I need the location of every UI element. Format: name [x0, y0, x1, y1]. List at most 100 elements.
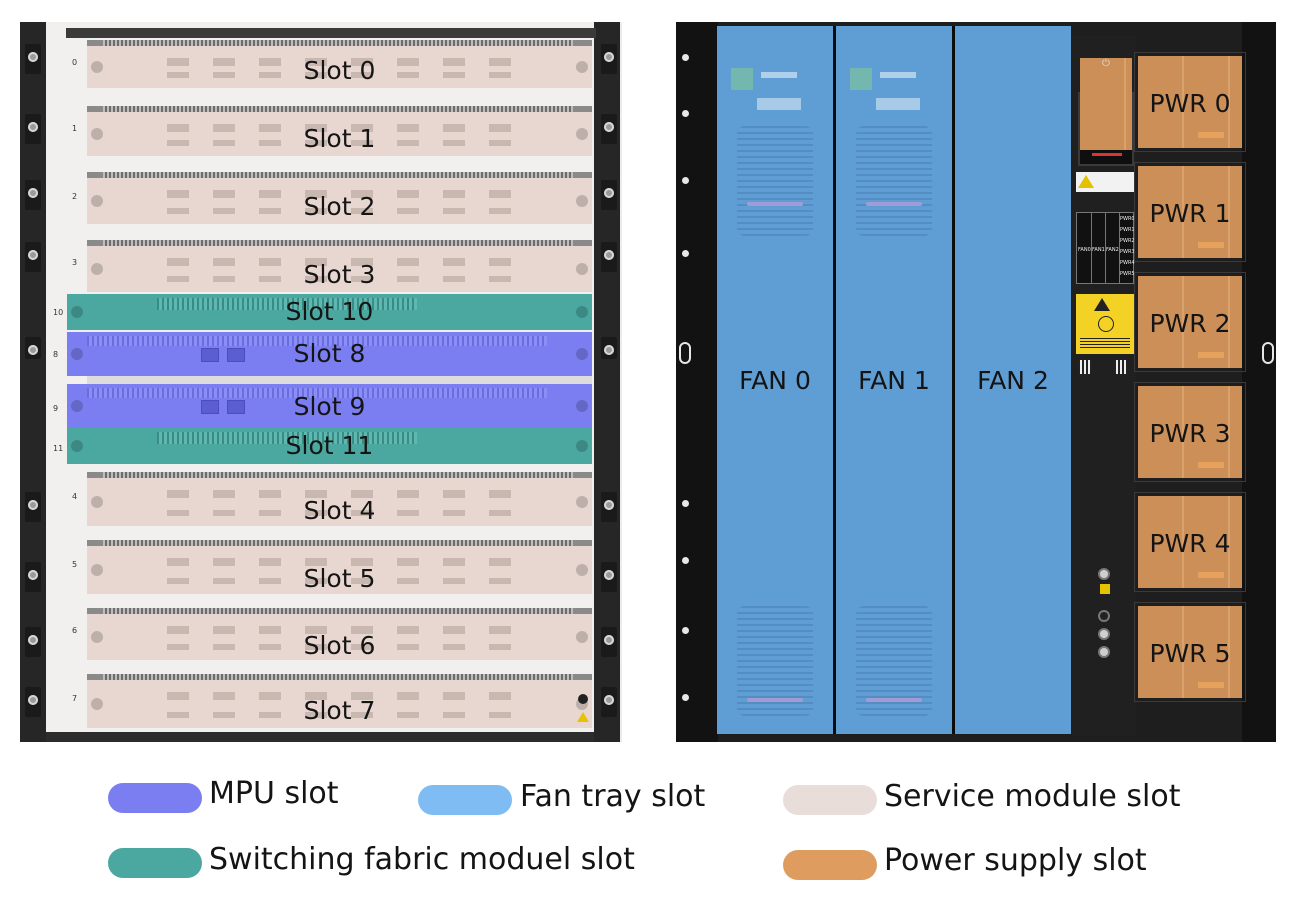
legend-label-service-module: Service module slot [884, 779, 1181, 814]
panel-strip [167, 190, 527, 198]
fan-handle [747, 698, 803, 702]
pwr-slot-frame [1134, 602, 1246, 702]
matrix-fan-label: FAN2 [1106, 247, 1119, 253]
service-module-slot[interactable]: Slot 6 [87, 608, 592, 660]
fan-tray-slot[interactable]: FAN 0 [717, 26, 833, 734]
service-module-slot[interactable]: Slot 2 [87, 172, 592, 224]
matrix-pwr-label: PWR5 [1120, 271, 1135, 277]
ejector-icon [576, 128, 588, 140]
ground-screw-icon [1098, 568, 1110, 580]
power-supply-slot[interactable]: PWR 2 [1138, 276, 1242, 368]
screw-icon [682, 54, 689, 61]
service-module-slot[interactable]: Slot 7 [87, 674, 592, 728]
vent-grill [103, 240, 573, 246]
screw-icon [682, 694, 689, 701]
switching-fabric-slot[interactable]: Slot 11 [67, 428, 592, 464]
pwr-slot-frame [1134, 272, 1246, 372]
mpu-slot[interactable]: Slot 9 [67, 384, 592, 428]
slot-number: 1 [72, 124, 78, 133]
service-module-slot[interactable]: Slot 3 [87, 240, 592, 292]
rail-screw-icon [25, 180, 41, 210]
psu-handle [1198, 352, 1224, 358]
slot-label: Slot 6 [303, 631, 376, 660]
slot-number: 11 [53, 444, 64, 453]
power-supply-slot[interactable]: PWR 0 [1138, 56, 1242, 148]
pwr-label: PWR 4 [1149, 529, 1231, 558]
service-module-slot[interactable]: Slot 1 [87, 106, 592, 156]
pe-ground-icon [1098, 316, 1114, 332]
vent-mesh [157, 298, 417, 310]
screw-icon [682, 110, 689, 117]
fan-label: FAN 2 [977, 366, 1049, 395]
ethernet-port-icon [227, 400, 245, 414]
ground-symbol-icon [1098, 610, 1110, 622]
fan-vent [856, 126, 932, 236]
warning-text-lines [1080, 336, 1130, 348]
service-module-slot[interactable]: Slot 0 [87, 40, 592, 88]
ejector-icon [576, 564, 588, 576]
qr-code-icon [1114, 360, 1128, 374]
screw-icon [682, 557, 689, 564]
fan-label: FAN 1 [858, 366, 930, 395]
vent-grill [103, 172, 573, 178]
top-vent-bar [66, 28, 596, 38]
pwr-slot-frame [1134, 52, 1246, 152]
slot-indicator-matrix: FAN0 FAN1 FAN2 PWR0 PWR1 PWR2 PWR3 PWR4 … [1076, 212, 1135, 284]
legend-swatch-fan-tray [418, 785, 512, 815]
power-switch[interactable]: ⏻ [1078, 58, 1134, 166]
pwr-label: PWR 3 [1149, 419, 1231, 448]
power-supply-slot[interactable]: PWR 5 [1138, 606, 1242, 698]
switching-fabric-slot[interactable]: Slot 10 [67, 294, 592, 330]
matrix-pwr-label: PWR1 [1120, 227, 1135, 233]
fan-tray-slot[interactable]: FAN 2 [955, 26, 1071, 734]
slot-label: Slot 11 [285, 431, 374, 460]
rail-screw-icon [25, 114, 41, 144]
ejector-icon [71, 306, 83, 318]
rail-screw-icon [601, 180, 617, 210]
vent-mesh [87, 336, 547, 346]
pwr-label: PWR 1 [1149, 199, 1231, 228]
power-supply-slot[interactable]: PWR 1 [1138, 166, 1242, 258]
power-supply-slot[interactable]: PWR 3 [1138, 386, 1242, 478]
fan-handle [866, 698, 922, 702]
high-voltage-icon [1094, 298, 1110, 311]
ethernet-port-icon [201, 348, 219, 362]
power-supply-slot[interactable]: PWR 4 [1138, 496, 1242, 588]
slot-label: Slot 9 [293, 392, 366, 421]
psu-handle [1198, 242, 1224, 248]
legend-swatch-switching-fabric [108, 848, 202, 878]
label-sticker [761, 72, 797, 78]
fan-tray-slot[interactable]: FAN 1 [836, 26, 952, 734]
panel-strip [167, 490, 527, 498]
ground-screw-icon [1098, 628, 1110, 640]
mpu-slot[interactable]: Slot 8 [67, 332, 592, 376]
matrix-grid [1105, 213, 1106, 283]
service-module-slot[interactable]: Slot 5 [87, 540, 592, 594]
vent-grill [103, 40, 573, 46]
psu-handle [1198, 682, 1224, 688]
label-sticker [757, 98, 801, 110]
panel-strip [167, 578, 527, 584]
slot-label: Slot 10 [285, 297, 374, 326]
matrix-grid [1119, 213, 1120, 283]
slot-number: 9 [53, 404, 59, 413]
slot-number: 6 [72, 626, 78, 635]
ejector-icon [71, 440, 83, 452]
ejector-icon [91, 631, 103, 643]
handle-icon [601, 337, 617, 359]
ejector-icon [91, 698, 103, 710]
rail-screw-icon [601, 242, 617, 272]
warning-icon [1078, 175, 1094, 188]
legend-label-mpu: MPU slot [209, 776, 339, 811]
pwr-label: PWR 5 [1149, 639, 1231, 668]
ejector-icon [91, 564, 103, 576]
slot-number: 10 [53, 308, 64, 317]
ground-screw-icon [1098, 646, 1110, 658]
esd-warning-icon [1100, 584, 1110, 594]
panel-strip [167, 510, 527, 516]
ejector-icon [576, 400, 588, 412]
rail-screw-icon [25, 492, 41, 522]
slot-label: Slot 5 [303, 564, 376, 593]
switch-indicator [1092, 153, 1122, 156]
service-module-slot[interactable]: Slot 4 [87, 472, 592, 526]
